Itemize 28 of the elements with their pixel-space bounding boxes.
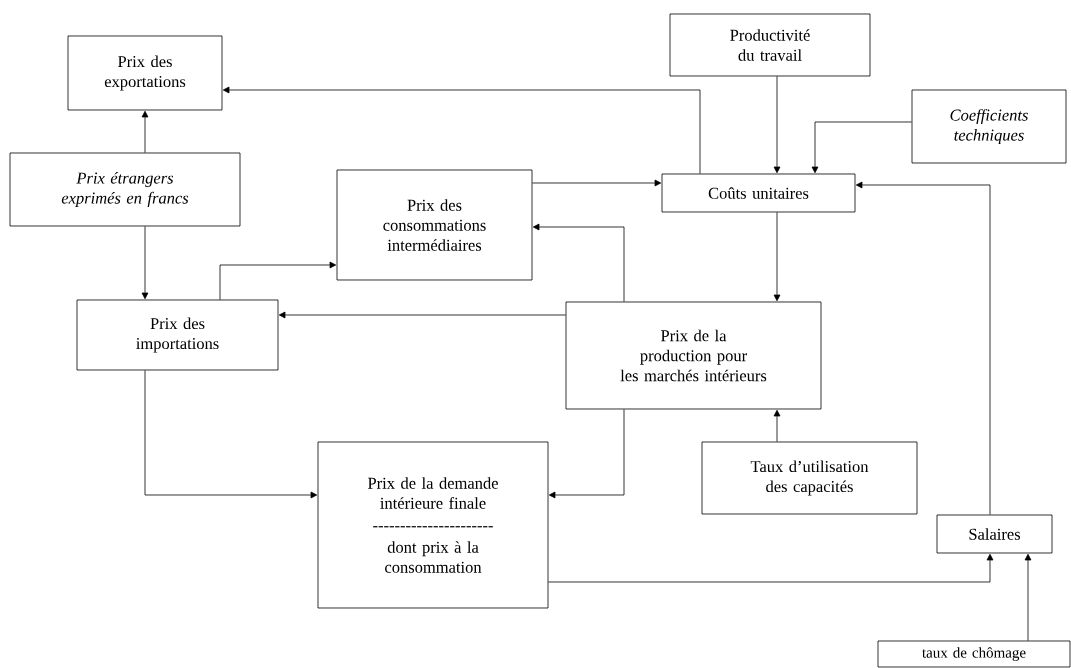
arrow	[141, 226, 149, 300]
arrow	[1024, 553, 1032, 641]
arrow	[141, 110, 149, 153]
arrow	[532, 179, 662, 187]
process-box: Prix étrangers exprimés en francs	[9, 152, 241, 227]
arrow	[773, 409, 781, 442]
process-box: Coefficients techniques	[911, 89, 1067, 164]
arrow	[219, 261, 337, 300]
arrow	[548, 553, 994, 583]
arrow	[548, 409, 625, 499]
arrow	[144, 370, 318, 499]
process-box: Salaires	[936, 514, 1053, 554]
arrow	[855, 181, 991, 515]
process-box: Taux d’utilisation des capacités	[701, 441, 918, 515]
process-box: Coûts unitaires	[661, 173, 856, 213]
arrow	[532, 223, 625, 302]
arrow	[278, 311, 566, 319]
process-box: Prix des consommations intermédiaires	[336, 169, 533, 281]
process-box: Prix des importations	[76, 299, 279, 371]
arrow	[773, 212, 781, 302]
process-box: taux de chômage	[877, 640, 1071, 668]
arrow	[773, 76, 781, 174]
process-box: Productivité du travail	[669, 13, 871, 77]
process-box: Prix des exportations	[67, 35, 223, 111]
process-box: Prix de la production pour les marchés intérieurs	[565, 301, 822, 410]
arrow	[222, 86, 701, 174]
process-box: Prix de la demande intérieure finale ---------------------- dont prix à la consommation	[317, 441, 549, 609]
arrow	[811, 121, 912, 174]
